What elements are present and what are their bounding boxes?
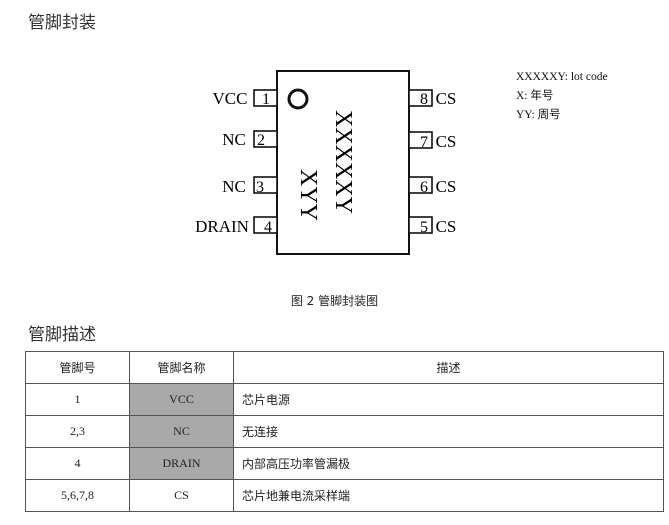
right-pin-6-label: CS xyxy=(436,177,457,196)
marking-lot-code: XXXXXY xyxy=(330,110,356,214)
right-pin-6: 6 CS xyxy=(408,176,457,196)
legend-year: X: 年号 xyxy=(516,90,554,102)
left-pin-3: NC 3 xyxy=(222,176,278,196)
legend-week: YY: 周号 xyxy=(516,109,561,121)
cell-pin-number: 4 xyxy=(25,447,130,480)
pin1-indicator-icon xyxy=(287,88,309,110)
figure-caption: 图 2 管脚封装图 xyxy=(290,294,379,308)
cell-description: 芯片地兼电流采样端 xyxy=(233,479,664,512)
cell-pin-name: VCC xyxy=(129,383,234,416)
cell-description: 内部高压功率管漏极 xyxy=(233,447,664,480)
section-title-pin-description: 管脚描述 xyxy=(28,325,96,345)
legend-lot-code: XXXXXY: lot code xyxy=(516,71,608,83)
right-pin-7-num: 7 xyxy=(420,134,428,151)
header-description: 描述 xyxy=(233,351,664,384)
ic-body xyxy=(276,70,410,255)
right-pin-7-label: CS xyxy=(436,132,457,151)
cell-pin-number: 5,6,7,8 xyxy=(25,479,130,512)
left-pin-2-num: 2 xyxy=(257,132,265,149)
cell-pin-name: NC xyxy=(129,415,234,448)
right-pin-5: 5 CS xyxy=(408,216,457,236)
cell-description: 无连接 xyxy=(233,415,664,448)
left-pin-3-label: NC xyxy=(222,177,246,196)
left-pin-3-num: 3 xyxy=(256,179,264,196)
left-pin-2: NC 2 xyxy=(222,130,278,149)
package-diagram: VCC 1 NC 2 NC 3 DRAIN 4 8 CS 7 CS 6 CS 5… xyxy=(195,70,457,255)
header-pin-number: 管脚号 xyxy=(25,351,130,384)
left-pin-4: DRAIN 4 xyxy=(195,216,278,236)
left-pin-1-label: VCC xyxy=(213,89,248,108)
marking-legend: XXXXXY: lot code X: 年号 YY: 周号 xyxy=(516,68,608,125)
table-header-row: 管脚号 管脚名称 描述 xyxy=(25,351,664,384)
left-pin-2-label: NC xyxy=(222,130,246,149)
right-pin-5-num: 5 xyxy=(420,219,428,236)
left-pin-1: VCC 1 xyxy=(213,89,278,108)
cell-pin-name: CS xyxy=(129,479,234,512)
left-pin-4-label: DRAIN xyxy=(195,217,249,236)
right-pin-8-label: CS xyxy=(436,89,457,108)
cell-pin-number: 2,3 xyxy=(25,415,130,448)
header-pin-name: 管脚名称 xyxy=(129,351,234,384)
left-pin-1-num: 1 xyxy=(262,91,270,108)
table-row: 2,3 NC 无连接 xyxy=(25,415,664,448)
table-row: 5,6,7,8 CS 芯片地兼电流采样端 xyxy=(25,479,664,512)
left-pin-4-num: 4 xyxy=(264,219,272,236)
cell-pin-name: DRAIN xyxy=(129,447,234,480)
table-row: 4 DRAIN 内部高压功率管漏极 xyxy=(25,447,664,480)
right-pin-6-num: 6 xyxy=(420,179,428,196)
right-pin-7: 7 CS xyxy=(408,131,457,151)
right-pin-5-label: CS xyxy=(436,217,457,236)
cell-pin-number: 1 xyxy=(25,383,130,416)
right-pin-8-num: 8 xyxy=(420,91,428,108)
pin-description-table: 管脚号 管脚名称 描述 1 VCC 芯片电源 2,3 NC 无连接 4 DRAI… xyxy=(25,351,664,512)
cell-description: 芯片电源 xyxy=(233,383,664,416)
marking-date-code: XYY xyxy=(295,169,321,221)
table-row: 1 VCC 芯片电源 xyxy=(25,383,664,416)
right-pin-8: 8 CS xyxy=(408,89,457,108)
section-title-package: 管脚封装 xyxy=(28,13,96,33)
